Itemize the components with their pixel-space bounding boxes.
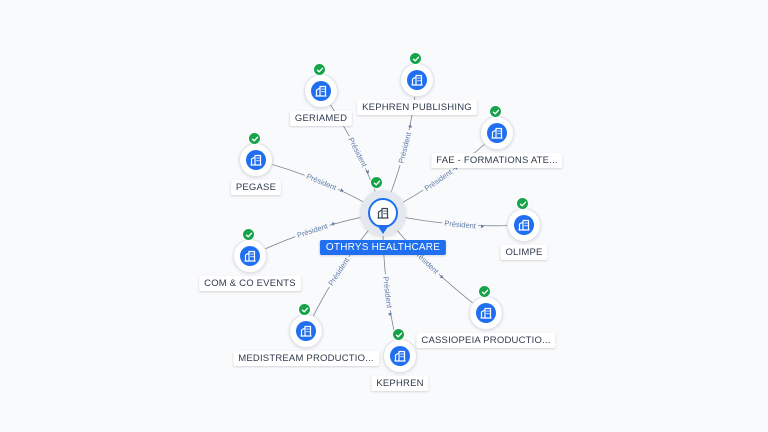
center-name-label[interactable]: OTHRYS HEALTHCARE — [319, 240, 447, 255]
company-node-circle[interactable] — [239, 132, 273, 177]
building-icon — [487, 123, 507, 143]
edge-label-text: Président — [347, 136, 370, 169]
company-node-circle[interactable] — [383, 328, 417, 373]
company-node-circle[interactable] — [469, 285, 503, 330]
building-icon — [296, 321, 316, 341]
building-icon — [311, 81, 331, 101]
edge-arrow-icon — [365, 169, 369, 174]
edge-label-text: Président — [397, 130, 414, 164]
edge-label-text: Président — [296, 221, 330, 240]
company-name-label[interactable]: COM & CO EVENTS — [199, 276, 301, 291]
edge-label-com-co-events: Président — [293, 220, 336, 240]
company-name-label[interactable]: MEDISTREAM PRODUCTIO... — [233, 351, 379, 366]
company-node-circle[interactable] — [400, 52, 434, 97]
check-icon — [392, 328, 405, 341]
pin-pointer — [377, 225, 389, 234]
edge-arrow-icon — [480, 224, 485, 229]
edge-label-geriamed: Président — [345, 133, 371, 174]
edge-arrow-icon — [331, 222, 336, 227]
company-node-circle[interactable] — [233, 228, 267, 273]
edge-arrow-icon — [408, 124, 412, 128]
check-icon — [370, 176, 383, 189]
edge-label-olimpe: Président — [441, 218, 485, 231]
edge-label-pegase: Président — [303, 170, 344, 193]
edge-label-kephren: Président — [381, 273, 395, 317]
check-icon — [242, 228, 255, 241]
company-node-circle[interactable] — [304, 63, 338, 108]
edge-arrow-icon — [340, 188, 344, 192]
company-node-circle[interactable] — [480, 105, 514, 150]
check-icon — [489, 105, 502, 118]
edge-label-text: Président — [444, 219, 477, 231]
company-name-label[interactable]: FAE - FORMATIONS ATE... — [431, 153, 563, 168]
edge-arrow-icon — [387, 312, 392, 317]
company-name-label[interactable]: KEPHREN — [371, 376, 429, 391]
check-icon — [313, 63, 326, 76]
edge-label-kephren-publishing: Président — [395, 124, 414, 167]
building-icon — [390, 346, 410, 366]
building-icon — [514, 215, 534, 235]
company-name-label[interactable]: GERIAMED — [289, 111, 353, 126]
check-icon — [516, 197, 529, 210]
check-icon — [478, 285, 491, 298]
edge-label-text: Président — [305, 172, 339, 193]
building-icon — [368, 198, 398, 228]
edge-label-text: Président — [326, 255, 351, 287]
company-node-circle[interactable] — [507, 197, 541, 242]
edge-label-text: Président — [423, 167, 455, 193]
building-icon — [246, 150, 266, 170]
company-name-label[interactable]: OLIMPE — [500, 245, 548, 260]
check-icon — [298, 303, 311, 316]
edge-label-text: Président — [381, 276, 394, 309]
check-icon — [248, 132, 261, 145]
edge-arrow-icon — [439, 274, 444, 279]
company-name-label[interactable]: PEGASE — [230, 180, 282, 195]
building-icon — [476, 303, 496, 323]
building-icon — [407, 70, 427, 90]
company-name-label[interactable]: CASSIOPEIA PRODUCTIO... — [416, 333, 556, 348]
company-node-circle[interactable] — [289, 303, 323, 348]
building-icon — [240, 246, 260, 266]
check-icon — [409, 52, 422, 65]
company-name-label[interactable]: KEPHREN PUBLISHING — [357, 100, 477, 115]
